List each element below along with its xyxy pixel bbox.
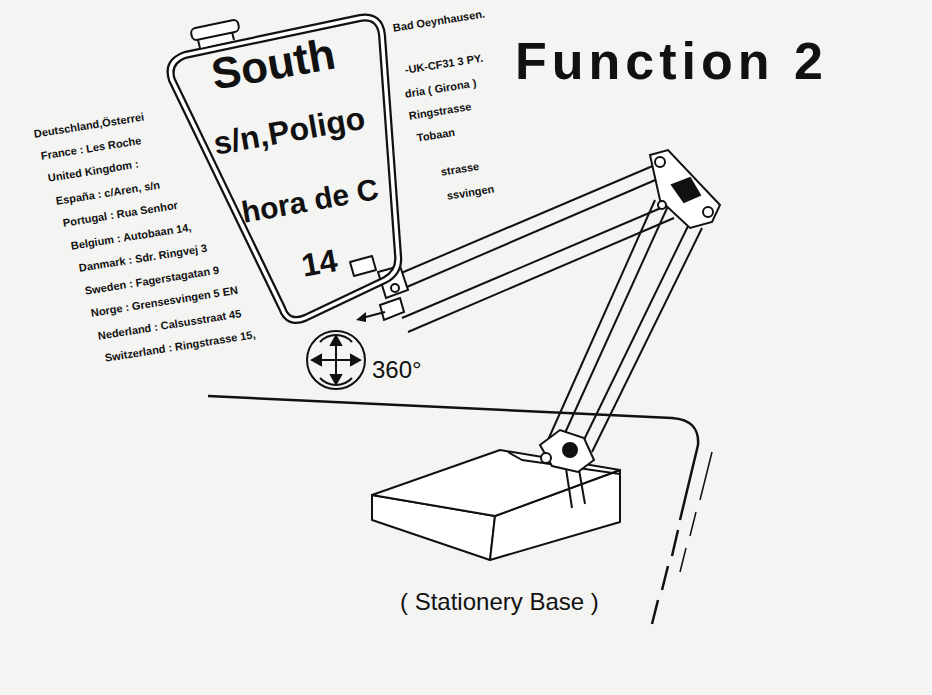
address-text: -UK-CF31 3 PY. (403, 51, 485, 76)
magnified-text: s/n,Poligo (211, 100, 368, 163)
upper-arm (380, 150, 720, 332)
address-text: dria ( Girona ) (403, 76, 478, 100)
base-caption: ( Stationery Base ) (400, 588, 599, 616)
desk-edge (208, 396, 698, 520)
address-text: strasse (439, 160, 481, 179)
rotation-label: 360° (372, 356, 422, 384)
desk-edge-dashed (652, 530, 678, 624)
rotation-icon (307, 331, 365, 389)
address-text: ssvingen (445, 182, 496, 202)
desk-edge-dashed (680, 452, 712, 572)
arrow-head (356, 312, 366, 322)
magnified-text: hora de C (239, 172, 381, 230)
magnified-text: 14 (299, 242, 340, 284)
address-text: United Kingdom : (46, 157, 140, 184)
address-text: Bad Oeynhausen. (391, 7, 487, 34)
diagram-title: Function 2 (515, 32, 828, 92)
address-text: Ringstrasse (407, 100, 473, 123)
address-text: Tobaan (415, 126, 457, 145)
